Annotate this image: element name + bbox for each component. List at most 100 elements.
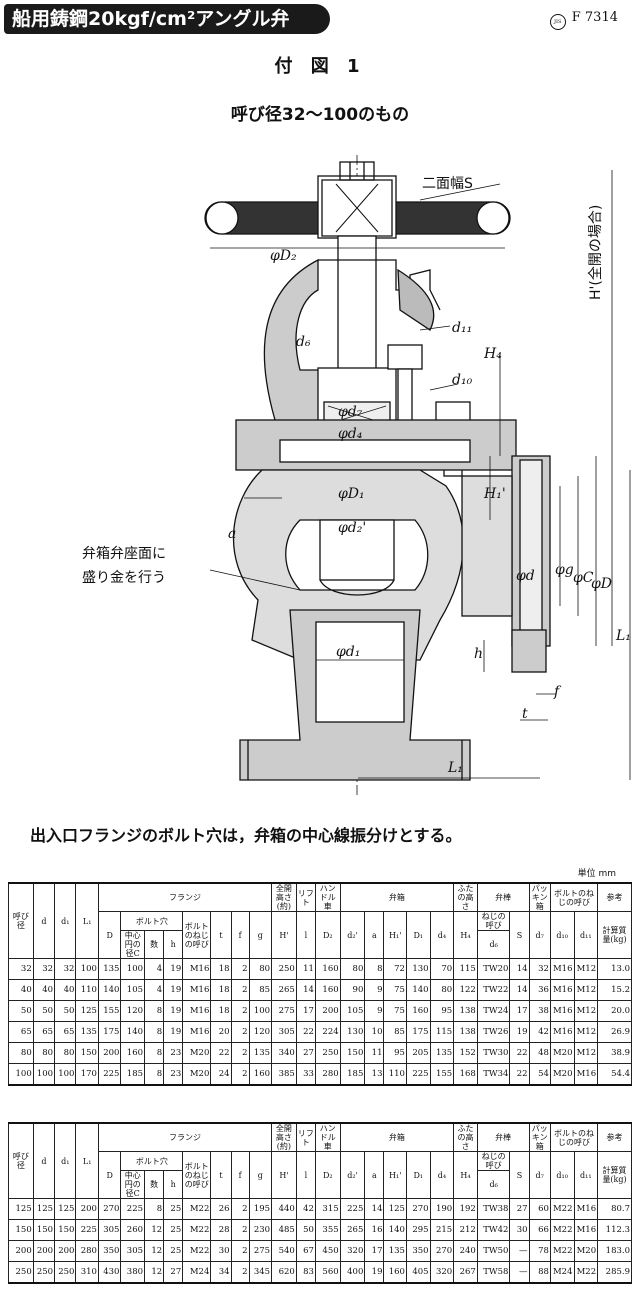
table-cell: 18: [210, 958, 232, 980]
table-cell: 83: [295, 1261, 316, 1284]
table-cell: 485: [271, 1219, 297, 1241]
table-cell: 122: [453, 979, 478, 1001]
table-cell: M20: [573, 1240, 599, 1262]
table-cell: 80: [339, 958, 366, 980]
hdr-S: S: [509, 911, 530, 959]
table-cell: 42: [528, 1021, 551, 1043]
table-cell: 280: [75, 1240, 99, 1262]
table-cell: 225: [97, 1063, 122, 1086]
table-cell: 15.2: [597, 979, 632, 1001]
table-cell: M16: [573, 1063, 599, 1086]
table-cell: 270: [429, 1240, 455, 1262]
figure-title: 付 図 1: [274, 56, 366, 77]
table-cell: 200: [314, 1000, 341, 1022]
table-cell: 200: [75, 1198, 99, 1220]
label-d11: d₁₁: [452, 320, 472, 336]
table-cell: 150: [54, 1219, 77, 1241]
hdr-t: t: [210, 911, 232, 959]
table-cell: M12: [573, 1042, 599, 1064]
hdr2-count: 数: [144, 1170, 165, 1199]
spec-table-2: 呼び径 d d₁ L₁ フランジ 全開高さ(約) リフト ハンドル車 弁箱 ふた…: [8, 1122, 632, 1284]
label-phi-d1: φd₁: [336, 644, 360, 660]
table-cell: 19: [163, 1000, 184, 1022]
table-cell: 50: [295, 1219, 316, 1241]
table-cell: 240: [453, 1240, 478, 1262]
hdr-d1: d₁: [54, 882, 77, 959]
label-a: a: [228, 526, 236, 542]
table-cell: 275: [248, 1240, 273, 1262]
label-seat-note-2: 盛り金を行う: [82, 570, 166, 586]
table-cell: 140: [383, 1219, 407, 1241]
table-cell: M24: [182, 1261, 212, 1284]
label-H1-prime: H₁': [483, 486, 506, 502]
table-cell: TW26: [476, 1021, 511, 1043]
table-cell: 345: [248, 1261, 273, 1284]
table-cell: 65: [32, 1021, 56, 1043]
label-phi-g: φg: [555, 562, 574, 578]
hdr-bolt-thread: ボルトのねじの呼び: [182, 911, 212, 959]
table-cell: 115: [429, 1021, 455, 1043]
table-cell: 2: [230, 1240, 250, 1262]
jis-mark-icon: JIS: [549, 14, 566, 30]
hdr2-d4: d₄: [429, 1151, 455, 1199]
table-cell: 200: [8, 1240, 34, 1262]
table-cell: 110: [383, 1063, 407, 1086]
table-cell: 32: [32, 958, 56, 980]
hdr2-H1p: H₁': [383, 1151, 407, 1199]
table-cell: 14: [509, 979, 530, 1001]
table-cell: 560: [314, 1261, 341, 1284]
table-cell: 25: [163, 1198, 184, 1220]
table-cell: 18: [210, 1000, 232, 1022]
table-cell: 175: [97, 1021, 122, 1043]
table-cell: 168: [453, 1063, 478, 1086]
hdr-bolt-hole: ボルト穴: [120, 911, 184, 931]
label-phi-D: φD: [591, 576, 612, 592]
table-cell: 80.7: [597, 1198, 632, 1220]
label-phi-C: φC: [573, 570, 594, 586]
label-t: t: [522, 706, 528, 722]
table-cell: M22: [549, 1219, 575, 1241]
table-cell: 34: [210, 1261, 232, 1284]
table-cell: 80: [248, 958, 273, 980]
label-phi-d: φd: [516, 568, 535, 584]
hdr2-d11: d₁₁: [573, 1151, 599, 1199]
table-cell: M16: [549, 1000, 575, 1022]
table-cell: 100: [8, 1063, 34, 1086]
table-cell: 40: [32, 979, 56, 1001]
table-cell: 8: [144, 1021, 165, 1043]
table-cell: TW38: [476, 1198, 511, 1220]
table-cell: TW42: [476, 1219, 511, 1241]
hdr-bolt-thread2: ボルトのねじの呼び: [549, 882, 599, 912]
hdr2-a: a: [364, 1151, 385, 1199]
table-cell: 14: [295, 979, 316, 1001]
label-phi-D2: φD₂: [270, 248, 297, 264]
spec-table-1: 呼び径 d d₁ L₁ フランジ 全開高さ(約) リフト ハンドル車 弁箱 ふた…: [8, 882, 632, 1086]
table-cell: 350: [97, 1240, 122, 1262]
table-cell: 17: [364, 1240, 385, 1262]
table-cell: 40: [54, 979, 77, 1001]
hdr2-flange: フランジ: [97, 1122, 273, 1152]
table-cell: 27: [509, 1198, 530, 1220]
hdr2-stem-thread: ねじの呼び: [476, 1151, 511, 1171]
table-cell: 100: [75, 958, 99, 980]
table-cell: 130: [405, 958, 431, 980]
label-d10: d₁₀: [452, 372, 473, 388]
table-cell: 120: [248, 1021, 273, 1043]
hdr-C: 中心円の径C: [120, 930, 146, 959]
table-cell: M16: [573, 1198, 599, 1220]
table-cell: 175: [405, 1021, 431, 1043]
table-cell: 160: [383, 1261, 407, 1284]
hdr-lift: リフト: [295, 882, 316, 912]
table-cell: 155: [97, 1000, 122, 1022]
table-cell: 13: [364, 1063, 385, 1086]
table-cell: 340: [271, 1042, 297, 1064]
hdr-flange: フランジ: [97, 882, 273, 912]
hdr-d: d: [32, 882, 56, 959]
table-cell: 16: [364, 1219, 385, 1241]
label-L1-right: L₁: [615, 628, 631, 644]
figure-subtitle: 呼び径32～100のもの: [230, 105, 410, 125]
table-cell: 22: [210, 1042, 232, 1064]
